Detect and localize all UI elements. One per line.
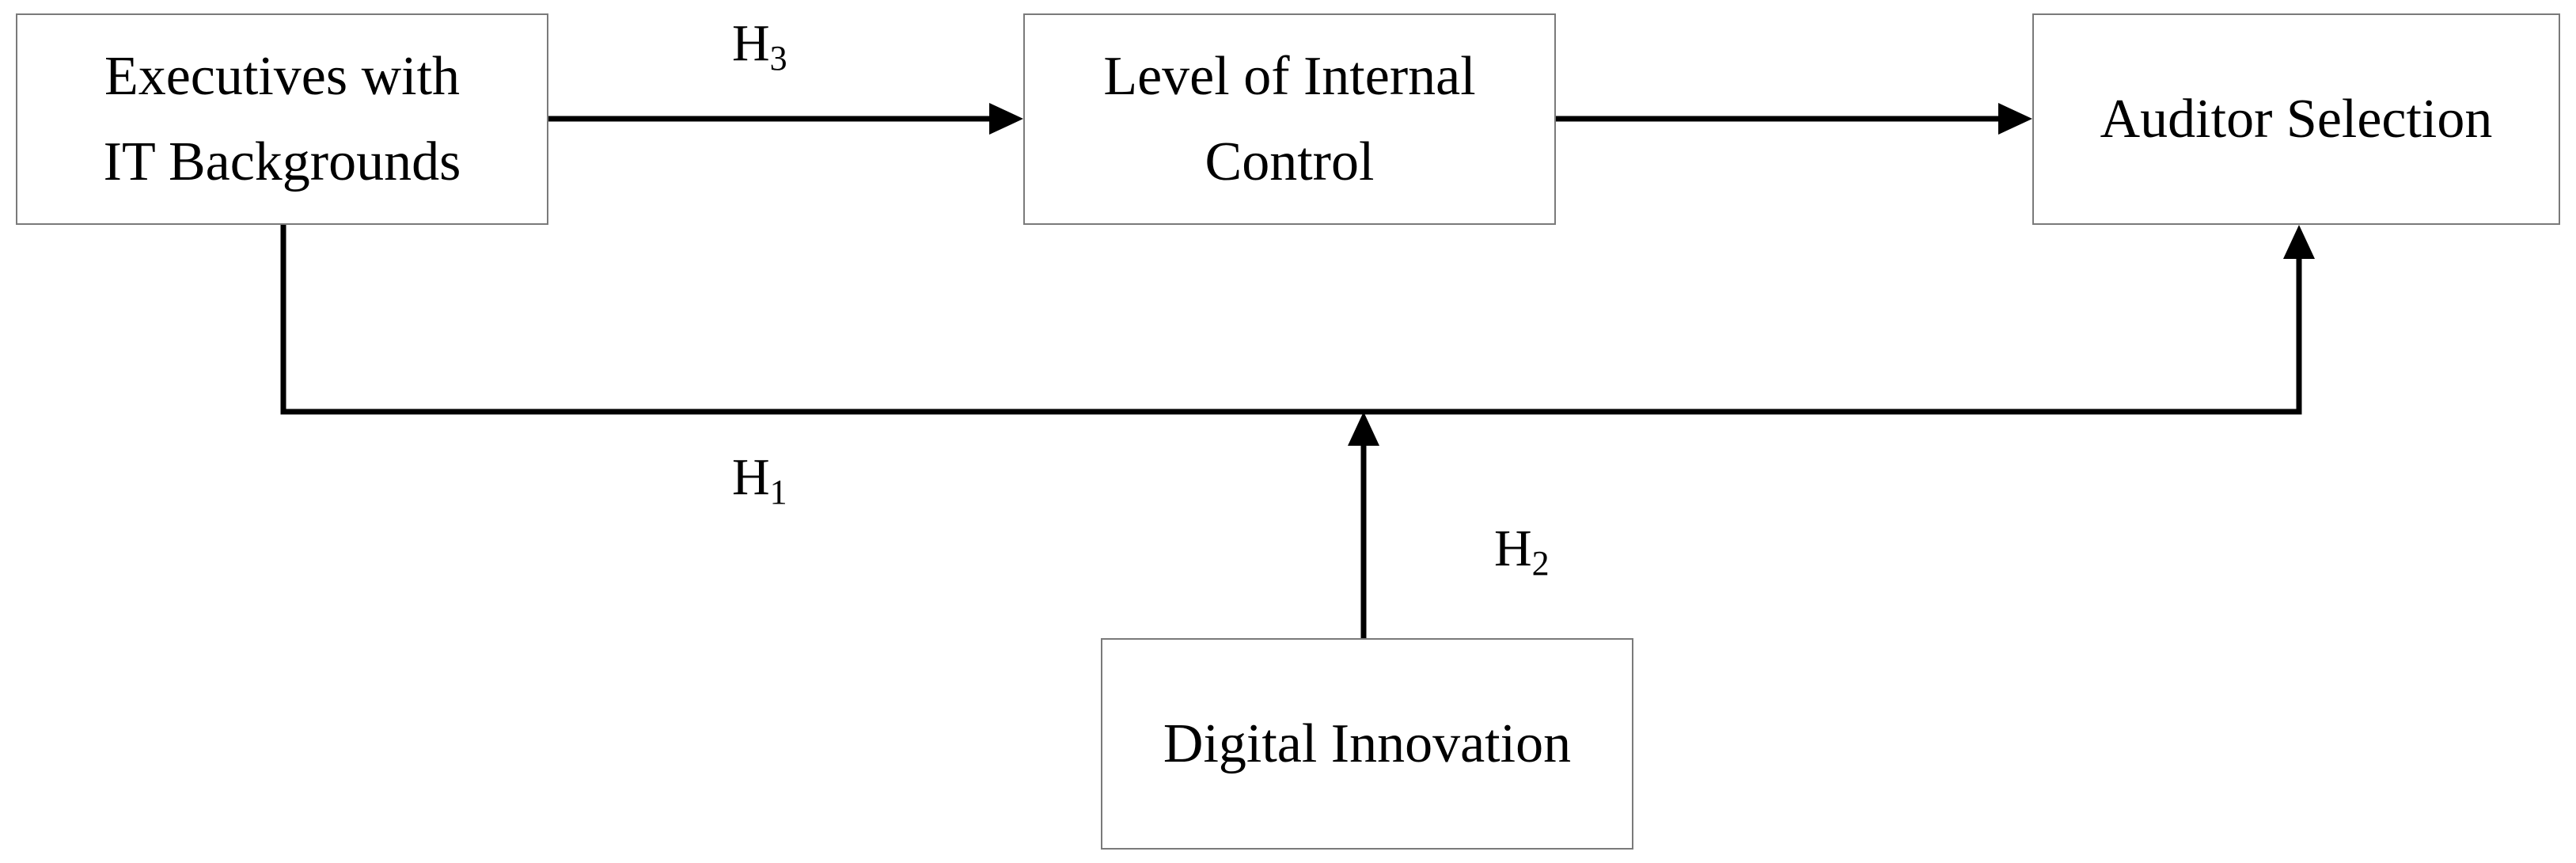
arrowhead-auditor-vertical bbox=[2283, 225, 2315, 259]
h3-letter: H bbox=[732, 14, 770, 72]
edge-exec-to-auditor-h1 bbox=[280, 225, 2302, 415]
node-internal-control-line2: Control bbox=[1205, 131, 1375, 192]
h2-index: 2 bbox=[1531, 544, 1550, 583]
arrowhead-h1-path bbox=[1348, 412, 1379, 446]
h1-letter: H bbox=[732, 448, 770, 506]
hypothesis-label-h2: H2 bbox=[1494, 523, 1550, 581]
h1-index: 1 bbox=[769, 473, 787, 511]
node-digital-innovation: Digital Innovation bbox=[1101, 638, 1633, 850]
node-level-of-internal-control: Level of Internal Control bbox=[1023, 13, 1556, 225]
node-auditor-selection: Auditor Selection bbox=[2032, 13, 2560, 225]
node-executives-line1: Executives with bbox=[104, 45, 461, 107]
hypothesis-label-h1: H1 bbox=[732, 451, 787, 510]
arrowhead-internal-control bbox=[989, 103, 1023, 135]
node-digital-line1: Digital Innovation bbox=[1163, 713, 1572, 774]
arrowhead-auditor-horizontal bbox=[1998, 103, 2032, 135]
node-internal-control-line1: Level of Internal bbox=[1103, 45, 1476, 107]
node-executives-it-backgrounds: Executives with IT Backgrounds bbox=[16, 13, 548, 225]
node-auditor-line1: Auditor Selection bbox=[2100, 88, 2493, 150]
hypothesis-label-h3: H3 bbox=[732, 17, 787, 76]
node-executives-line2: IT Backgrounds bbox=[103, 131, 461, 192]
h3-index: 3 bbox=[769, 39, 787, 78]
h2-letter: H bbox=[1494, 519, 1532, 577]
